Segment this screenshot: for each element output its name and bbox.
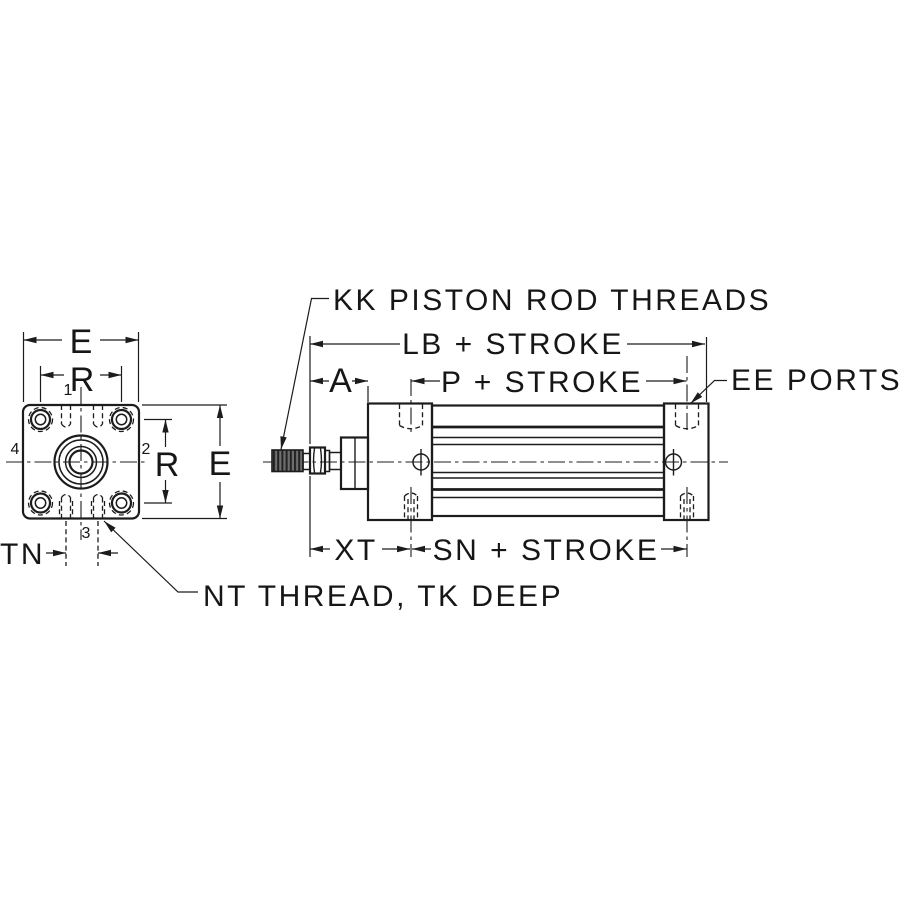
nt-note-label: NT THREAD, TK DEEP <box>203 580 563 613</box>
dim-r-horizontal: R <box>39 361 123 402</box>
dim-sn: SN + STROKE <box>412 534 687 567</box>
flange-outline <box>21 403 141 520</box>
cylinder-barrel <box>430 404 666 518</box>
dim-e-horizontal-label: E <box>70 323 93 361</box>
position-label-4: 4 <box>11 441 20 458</box>
nt-thread-holes-top <box>60 405 104 428</box>
position-label-3: 3 <box>82 525 91 542</box>
dim-tn: TN <box>0 538 118 571</box>
dim-e-horizontal: E <box>22 323 140 402</box>
kk-thread-note: KK PISTON ROD THREADS <box>280 284 771 450</box>
dim-r-horizontal-label: R <box>70 361 95 399</box>
kk-leader-line <box>280 297 329 450</box>
dim-p-label: P + STROKE <box>441 366 643 399</box>
nt-thread-holes-bottom <box>58 493 106 566</box>
bolt-hole-bottom-left <box>27 490 54 516</box>
tie-rod-nut-front <box>412 449 430 476</box>
tie-rod-nut-rear <box>664 449 683 476</box>
cap-port-hidden <box>674 356 700 434</box>
bolt-hole-top-left <box>27 406 54 433</box>
tn-hole-centerlines <box>65 521 99 566</box>
dim-a: A <box>310 362 368 400</box>
cap-bottom-hole-hidden <box>679 487 695 557</box>
dim-lb-label: LB + STROKE <box>402 328 624 361</box>
dim-sn-label: SN + STROKE <box>433 534 660 567</box>
ee-ports-note: EE PORTS <box>690 364 900 404</box>
dim-e-vertical: E <box>142 404 232 520</box>
dim-xt-label: XT <box>334 534 377 567</box>
side-view-cylinder: KK PISTON ROD THREADS LB + STROKE A P + … <box>263 284 900 567</box>
nt-thread-note: NT THREAD, TK DEEP <box>103 520 563 613</box>
dim-r-vertical-label: R <box>155 446 180 484</box>
ee-note-label: EE PORTS <box>731 364 900 397</box>
dim-tn-label: TN <box>0 538 45 571</box>
bolt-hole-bottom-right <box>108 490 135 516</box>
dim-e-vertical-label: E <box>209 445 232 483</box>
front-view-flange: E R R E <box>0 323 563 613</box>
bolt-hole-top-right <box>108 406 135 433</box>
pilot-bore <box>53 434 109 490</box>
cap-end <box>662 402 710 522</box>
dim-a-label: A <box>329 362 352 400</box>
kk-note-label: KK PISTON ROD THREADS <box>333 284 771 317</box>
dim-r-vertical: R <box>144 418 180 504</box>
dim-xt: XT <box>310 534 410 567</box>
rod-threads <box>271 449 304 473</box>
head-port-hidden <box>398 379 424 434</box>
position-label-2: 2 <box>142 441 151 458</box>
head-bottom-hole-hidden <box>403 487 419 557</box>
dim-lb: LB + STROKE <box>310 328 705 361</box>
dim-p: P + STROKE <box>411 366 687 399</box>
nt-leader-line <box>103 520 198 593</box>
position-label-1: 1 <box>64 382 73 399</box>
